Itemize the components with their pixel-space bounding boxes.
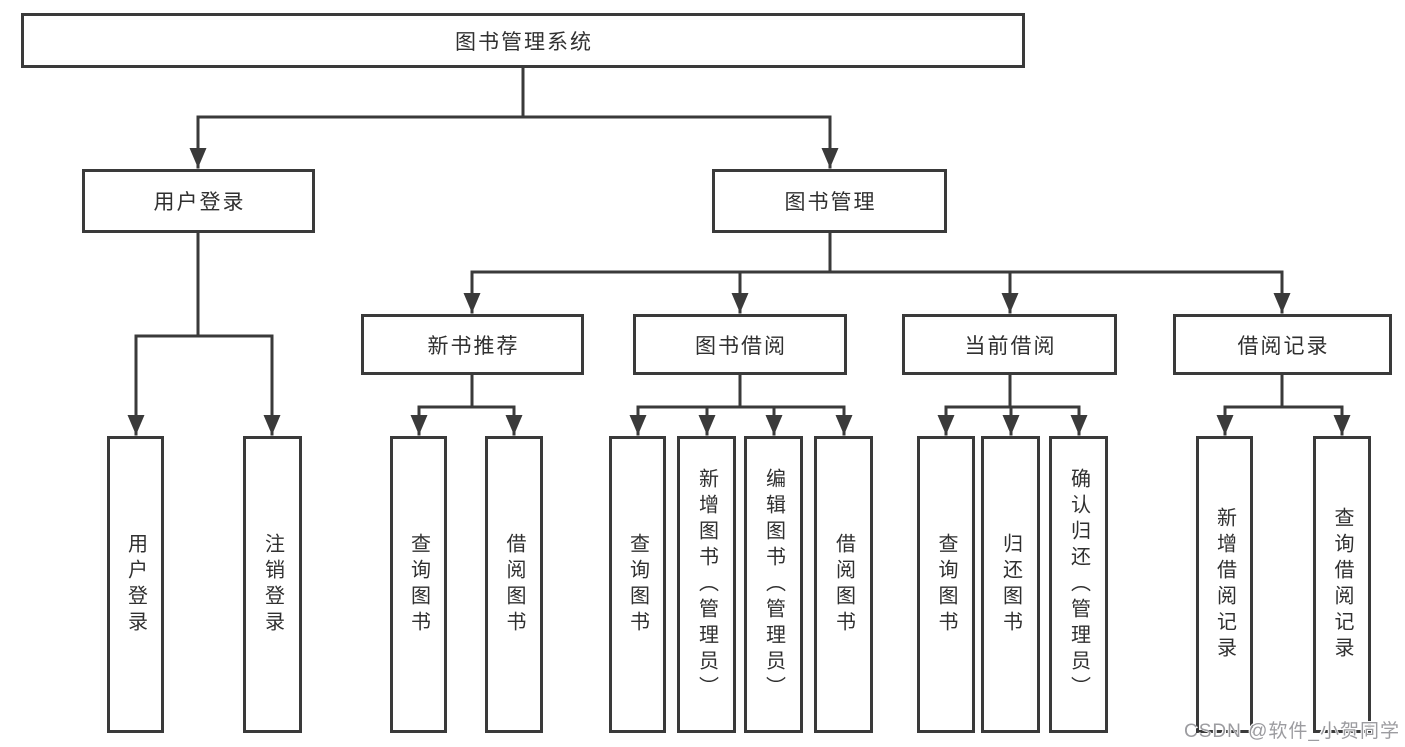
- node-label: 图书管理系统: [455, 30, 593, 54]
- node-label: 图书管理: [784, 191, 877, 214]
- node-label: 借阅图书: [503, 532, 525, 637]
- node-book-borrow: 图书借阅: [633, 314, 847, 375]
- node-label: 注销登录: [261, 532, 284, 637]
- node-label: 新书推荐: [427, 334, 520, 358]
- node-borrow-records: 借阅记录: [1173, 314, 1392, 375]
- node-label: 用户登录: [153, 191, 246, 214]
- node-root: 图书管理系统: [21, 13, 1025, 68]
- edges-book-management-branch: [463, 231, 1291, 314]
- node-label: 借阅图书: [832, 532, 855, 637]
- node-label: 归还图书: [999, 532, 1022, 637]
- node-label: 当前借阅: [964, 334, 1057, 358]
- node-leaf-add-borrow-record: 新增借阅记录: [1196, 436, 1253, 733]
- node-leaf-user-login: 用户登录: [107, 436, 164, 733]
- node-leaf-logout: 注销登录: [243, 436, 302, 733]
- node-book-management-branch: 图书管理: [712, 169, 947, 233]
- node-leaf-query-books-current: 查询图书: [917, 436, 975, 733]
- edges-book-borrow: [629, 373, 853, 436]
- node-label: 新增图书（管理员）: [695, 467, 718, 702]
- node-label: 用户登录: [124, 532, 147, 637]
- edges-new-book-recommend: [410, 373, 523, 436]
- node-leaf-return-books: 归还图书: [981, 436, 1040, 733]
- edges-current-borrow: [937, 373, 1088, 436]
- node-label: 编辑图书（管理员）: [762, 467, 785, 702]
- node-leaf-borrow-books-recommend: 借阅图书: [485, 436, 543, 733]
- node-new-book-recommend: 新书推荐: [361, 314, 584, 375]
- node-leaf-confirm-return-admin: 确认归还（管理员）: [1049, 436, 1108, 733]
- node-leaf-borrow-books-borrow: 借阅图书: [814, 436, 873, 733]
- node-current-borrow: 当前借阅: [902, 314, 1117, 375]
- node-leaf-edit-books-admin: 编辑图书（管理员）: [744, 436, 803, 733]
- node-leaf-query-books-borrow: 查询图书: [609, 436, 666, 733]
- node-label: 查询图书: [626, 532, 649, 637]
- node-user-login-branch: 用户登录: [82, 169, 315, 233]
- node-label: 新增借阅记录: [1213, 506, 1236, 663]
- node-leaf-add-books-admin: 新增图书（管理员）: [677, 436, 736, 733]
- edges-root-to-level2: [189, 66, 839, 169]
- csdn-watermark: CSDN @软件_小贺同学: [1184, 721, 1400, 742]
- node-label: 借阅记录: [1237, 334, 1330, 358]
- edges-user-login-branch: [127, 231, 281, 436]
- node-leaf-query-borrow-record: 查询借阅记录: [1313, 436, 1371, 733]
- node-label: 确认归还（管理员）: [1067, 467, 1090, 702]
- node-label: 图书借阅: [695, 334, 787, 358]
- edges-borrow-records: [1216, 373, 1351, 436]
- node-label: 查询图书: [407, 532, 430, 637]
- node-label: 查询借阅记录: [1331, 506, 1353, 663]
- node-label: 查询图书: [935, 532, 957, 637]
- node-leaf-query-books-recommend: 查询图书: [390, 436, 447, 733]
